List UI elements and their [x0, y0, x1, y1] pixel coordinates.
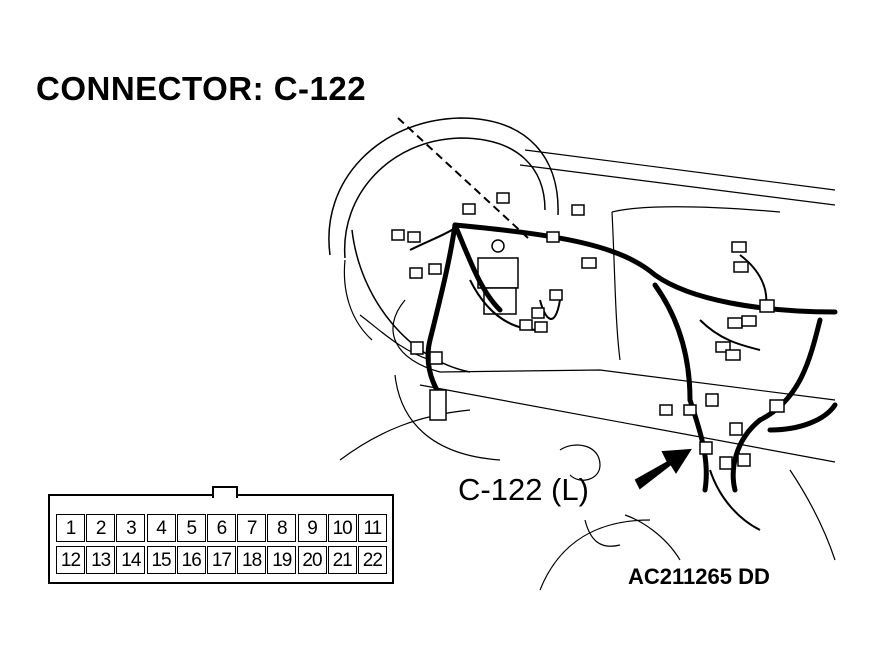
pin-cell: 17 [206, 546, 236, 574]
pin-cell: 3 [116, 514, 146, 542]
pin-cell: 15 [146, 546, 176, 574]
pin-cell: 5 [176, 514, 206, 542]
pin-cell: 7 [237, 514, 267, 542]
connector-pinout: 1 2 3 4 5 6 7 8 9 10 11 12 13 14 15 16 1… [48, 486, 394, 584]
pin-cell: 18 [237, 546, 267, 574]
pin-cell: 20 [297, 546, 327, 574]
pin-cell: 11 [357, 514, 387, 542]
connector-title: CONNECTOR: C-122 [36, 70, 367, 107]
pin-cell: 9 [297, 514, 327, 542]
pin-row-top: 1 2 3 4 5 6 7 8 9 10 11 [56, 514, 388, 542]
pin-cell: 14 [116, 546, 146, 574]
connector-latch [212, 486, 238, 498]
pin-row-bottom: 12 13 14 15 16 17 18 19 20 21 22 [56, 546, 388, 574]
lower-panel [539, 444, 836, 591]
column-block [477, 239, 519, 315]
pin-cell: 21 [327, 546, 357, 574]
pin-cell: 8 [267, 514, 297, 542]
pin-cell: 19 [267, 546, 297, 574]
pin-cell: 4 [146, 514, 176, 542]
pin-cell: 16 [176, 546, 206, 574]
pin-cell: 1 [56, 514, 85, 542]
harness-connectors [391, 192, 785, 470]
leader-dashed-line [397, 117, 529, 239]
callout-arrow [634, 448, 692, 490]
pin-cell: 22 [357, 546, 387, 574]
connector-callout-label: C-122 (L) [458, 472, 589, 507]
instrument-panel [339, 149, 836, 463]
pin-cell: 10 [327, 514, 357, 542]
pin-cell: 2 [86, 514, 116, 542]
pin-cell: 6 [206, 514, 236, 542]
pin-cell: 12 [56, 546, 85, 574]
steering-wheel [328, 117, 559, 373]
pin-cell: 13 [86, 546, 116, 574]
figure-code: AC211265 DD [628, 564, 770, 589]
